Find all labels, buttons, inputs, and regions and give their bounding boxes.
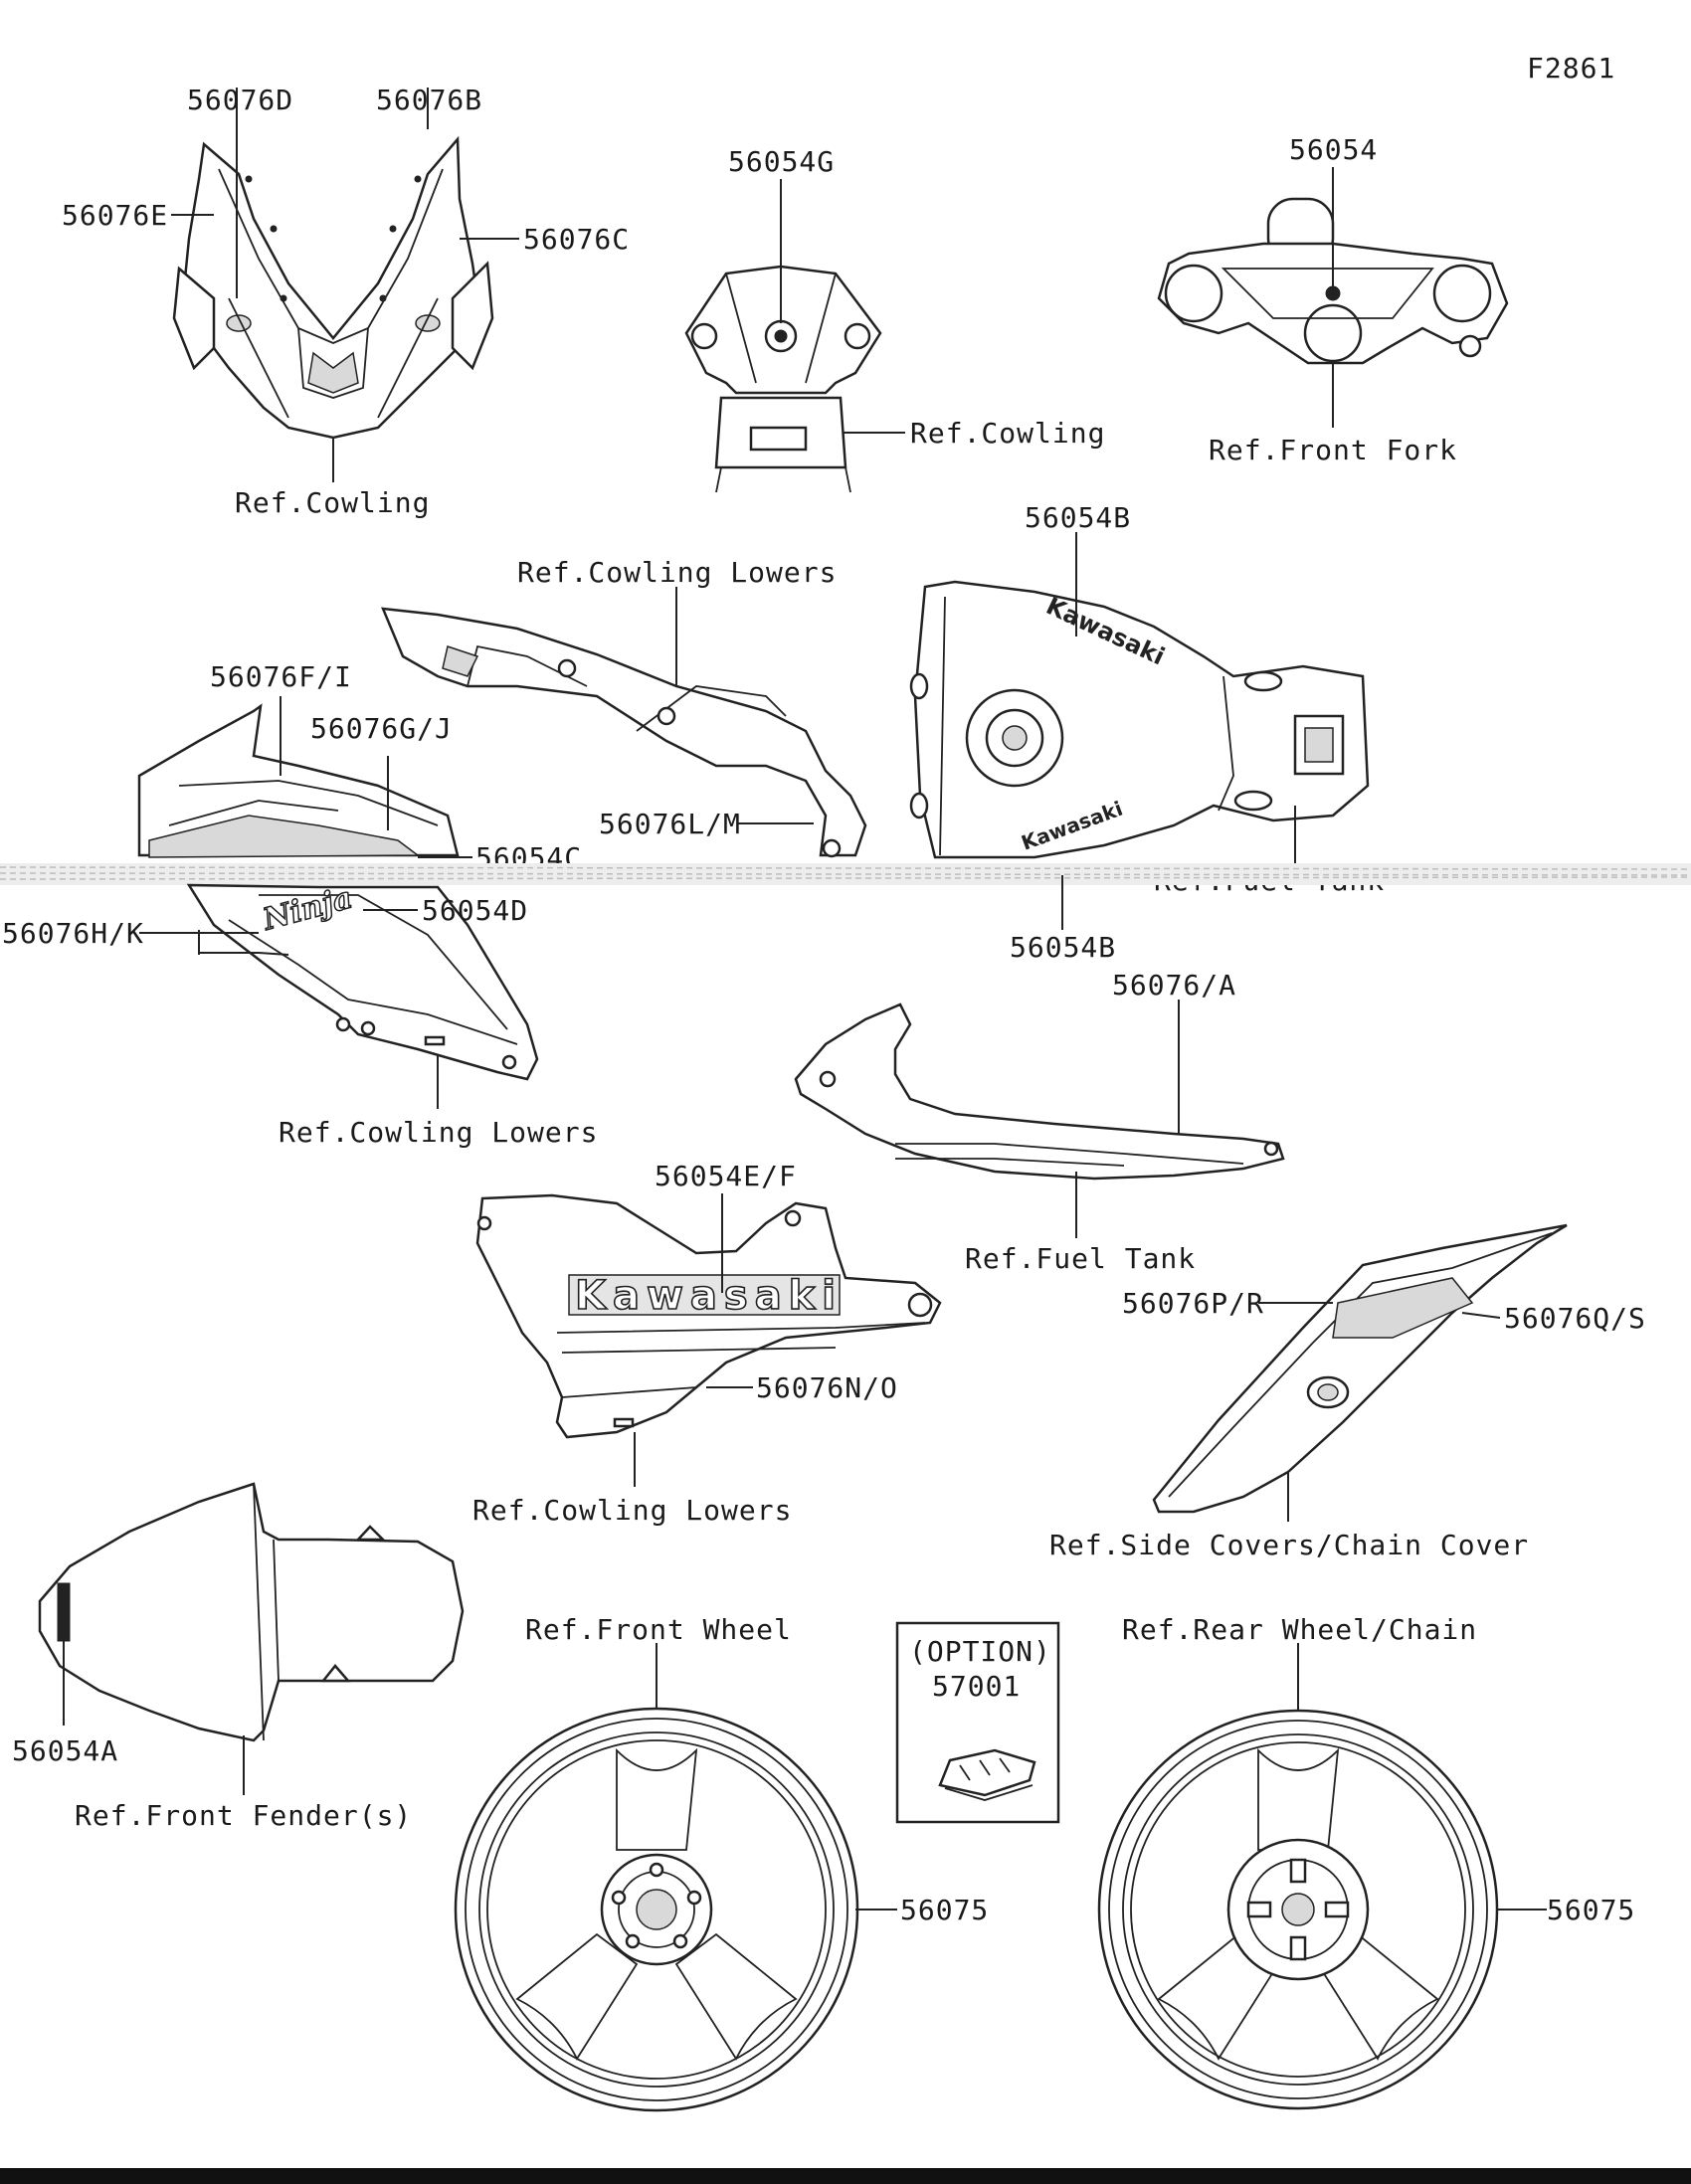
callout-ref-front-wheel: Ref.Front Wheel (525, 1613, 792, 1646)
callout-56054B-bottom: 56054B (1010, 931, 1116, 964)
meter-panel-drawing (684, 265, 882, 493)
callout-ref-front-fender: Ref.Front Fender(s) (75, 1799, 412, 1832)
side-fairing-drawing (137, 703, 460, 858)
leader-56076HK-2 (199, 952, 289, 956)
bottom-border (0, 2168, 1691, 2184)
callout-56054: 56054 (1289, 133, 1378, 166)
callout-57001: 57001 (932, 1670, 1021, 1703)
callout-56076LM: 56076L/M (599, 808, 741, 840)
callout-56076QS: 56076Q/S (1504, 1302, 1646, 1335)
callout-ref-side-covers: Ref.Side Covers/Chain Cover (1049, 1529, 1529, 1561)
tank-side-cover-drawing (794, 1002, 1285, 1181)
callout-ref-cowling-lowers-2: Ref.Cowling Lowers (279, 1116, 598, 1149)
callout-ref-front-fork: Ref.Front Fork (1209, 434, 1457, 466)
leader-56076QS (1461, 1312, 1501, 1319)
callout-56076PR: 56076P/R (1122, 1287, 1264, 1320)
callout-56075-front: 56075 (900, 1894, 989, 1926)
callout-ref-cowling-1: Ref.Cowling (235, 486, 430, 519)
top-bridge-drawing (1157, 197, 1509, 365)
lower-cowl-kawasaki-decal: Kawasaki (575, 1273, 836, 1319)
callout-56054EF: 56054E/F (655, 1160, 797, 1192)
callout-56076D: 56076D (187, 84, 293, 116)
figure-id: F2861 (1527, 52, 1615, 85)
lower-side-fairing-drawing: Ninja (186, 880, 539, 1081)
callout-56076NO: 56076N/O (756, 1371, 898, 1404)
fuel-tank-drawing: Kawasaki Kawasaki (909, 580, 1370, 859)
upper-cowling-drawing (172, 135, 494, 440)
callout-56054G: 56054G (728, 145, 835, 178)
rear-wheel-drawing (1097, 1709, 1499, 2110)
side-cover-drawing (1152, 1223, 1568, 1514)
callout-ref-cowling-2: Ref.Cowling (910, 417, 1105, 450)
callout-56076GJ: 56076G/J (310, 712, 453, 745)
option-box (895, 1621, 1060, 1824)
callout-56076B: 56076B (376, 84, 482, 116)
scan-distortion-band (0, 863, 1691, 885)
callout-ref-cowling-lowers-3: Ref.Cowling Lowers (472, 1494, 792, 1527)
callout-ref-rear-wheel: Ref.Rear Wheel/Chain (1122, 1613, 1477, 1646)
callout-option: (OPTION) (909, 1635, 1051, 1668)
callout-56076FI: 56076F/I (210, 660, 352, 693)
inner-cowling-drawing (381, 607, 867, 858)
callout-56054B-top: 56054B (1025, 501, 1131, 534)
lower-cowling-drawing: Kawasaki (475, 1193, 942, 1439)
callout-56076HK: 56076H/K (2, 917, 144, 950)
callout-56054A: 56054A (12, 1734, 118, 1767)
front-fender-drawing (38, 1482, 465, 1742)
callout-56076A: 56076/A (1112, 969, 1236, 1001)
callout-ref-fuel-tank-2: Ref.Fuel Tank (965, 1242, 1196, 1275)
callout-56075-rear: 56075 (1547, 1894, 1635, 1926)
front-wheel-drawing (454, 1707, 859, 2112)
callout-56054D: 56054D (422, 894, 528, 927)
callout-ref-cowling-lowers-1: Ref.Cowling Lowers (517, 556, 837, 589)
callout-56076E: 56076E (62, 199, 168, 232)
callout-56076C: 56076C (523, 223, 630, 256)
